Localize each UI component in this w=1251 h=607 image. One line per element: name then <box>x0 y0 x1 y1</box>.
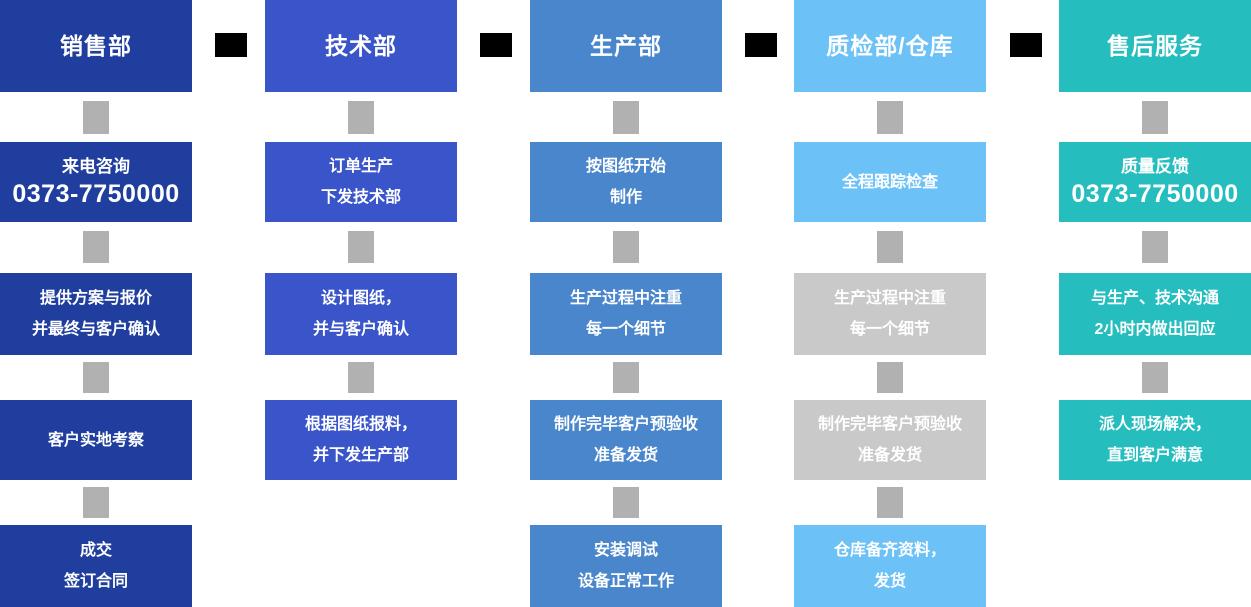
step-line: 准备发货 <box>857 447 922 464</box>
step-line: 设备正常工作 <box>577 573 674 590</box>
step-line: 签订合同 <box>63 573 128 590</box>
step-line: 仓库备齐资料， <box>833 542 946 559</box>
flow-step-box: 订单生产 下发技术部 <box>265 142 457 222</box>
flow-step-box: 生产过程中注重 每一个细节 <box>530 273 722 355</box>
step-line: 直到客户满意 <box>1106 447 1203 464</box>
step-line: 每一个细节 <box>585 321 666 338</box>
header-divider-square <box>745 33 777 57</box>
flow-step-box: 派人现场解决， 直到客户满意 <box>1059 400 1251 480</box>
flow-step-box: 来电咨询 0373-7750000 <box>0 142 192 222</box>
flow-connector <box>1142 101 1168 134</box>
department-header-label: 售后服务 <box>1107 33 1203 59</box>
step-line: 质量反馈 <box>1121 157 1189 176</box>
step-line: 派人现场解决， <box>1098 416 1211 433</box>
flow-connector <box>348 101 374 134</box>
flow-connector <box>613 101 639 134</box>
flow-step-box: 制作完毕客户预验收 准备发货 <box>530 400 722 480</box>
step-line: 制作完毕客户预验收 <box>553 416 698 433</box>
step-line: 准备发货 <box>593 447 658 464</box>
column-tech: 技术部 订单生产 下发技术部 设计图纸， 并与客户确认 根据图纸报料， 并下发生… <box>265 0 457 607</box>
phone-number: 0373-7750000 <box>1071 180 1239 208</box>
step-line: 制作完毕客户预验收 <box>817 416 962 433</box>
step-line: 成交 <box>79 542 112 559</box>
step-line: 提供方案与报价 <box>39 290 152 307</box>
department-header-sales: 销售部 <box>0 0 192 92</box>
step-line: 下发技术部 <box>320 189 401 206</box>
flow-step-box: 根据图纸报料， 并下发生产部 <box>265 400 457 480</box>
flow-connector <box>83 487 109 518</box>
step-line: 订单生产 <box>328 158 393 175</box>
flow-step-box: 全程跟踪检查 <box>794 142 986 222</box>
step-line: 根据图纸报料， <box>304 416 417 433</box>
department-header-qc-warehouse: 质检部/仓库 <box>794 0 986 92</box>
department-header-after-sales: 售后服务 <box>1059 0 1251 92</box>
flow-step-box: 与生产、技术沟通 2小时内做出回应 <box>1059 273 1251 355</box>
department-header-label: 销售部 <box>60 33 132 59</box>
flow-step-box-inactive: 制作完毕客户预验收 准备发货 <box>794 400 986 480</box>
step-line: 并与客户确认 <box>312 321 409 338</box>
flow-connector <box>613 231 639 263</box>
flow-connector <box>877 101 903 134</box>
department-header-label: 技术部 <box>325 33 397 59</box>
step-line: 每一个细节 <box>849 321 930 338</box>
column-sales: 销售部 来电咨询 0373-7750000 提供方案与报价 并最终与客户确认 客… <box>0 0 192 607</box>
flow-connector <box>83 362 109 393</box>
department-header-label: 质检部/仓库 <box>826 33 954 59</box>
flow-step-box: 成交 签订合同 <box>0 525 192 607</box>
flow-connector <box>877 362 903 393</box>
flow-connector <box>83 101 109 134</box>
step-line: 客户实地考察 <box>47 431 144 449</box>
flow-step-box: 按图纸开始 制作 <box>530 142 722 222</box>
step-line: 发货 <box>873 573 906 590</box>
step-line: 生产过程中注重 <box>833 290 946 307</box>
column-after-sales: 售后服务 质量反馈 0373-7750000 与生产、技术沟通 2小时内做出回应… <box>1059 0 1251 607</box>
department-header-production: 生产部 <box>530 0 722 92</box>
flow-step-box: 设计图纸， 并与客户确认 <box>265 273 457 355</box>
step-line: 制作 <box>609 189 642 206</box>
flow-connector <box>1142 231 1168 263</box>
flow-step-box: 提供方案与报价 并最终与客户确认 <box>0 273 192 355</box>
flow-connector <box>348 231 374 263</box>
flow-step-box: 质量反馈 0373-7750000 <box>1059 142 1251 222</box>
flow-connector <box>613 362 639 393</box>
phone-number: 0373-7750000 <box>12 180 180 208</box>
step-line: 安装调试 <box>593 542 658 559</box>
header-divider-square <box>480 33 512 57</box>
step-line: 生产过程中注重 <box>569 290 682 307</box>
flow-connector <box>613 487 639 518</box>
flow-connector <box>877 487 903 518</box>
step-line: 并下发生产部 <box>312 447 409 464</box>
step-line: 来电咨询 <box>62 157 130 176</box>
flow-step-box: 安装调试 设备正常工作 <box>530 525 722 607</box>
step-line: 按图纸开始 <box>585 158 666 175</box>
department-header-tech: 技术部 <box>265 0 457 92</box>
flow-step-box: 客户实地考察 <box>0 400 192 480</box>
step-line: 2小时内做出回应 <box>1094 321 1216 338</box>
flow-connector <box>348 362 374 393</box>
step-line: 全程跟踪检查 <box>841 173 938 191</box>
step-line: 与生产、技术沟通 <box>1090 290 1219 307</box>
flow-connector <box>877 231 903 263</box>
column-qc-warehouse: 质检部/仓库 全程跟踪检查 生产过程中注重 每一个细节 制作完毕客户预验收 准备… <box>794 0 986 607</box>
header-divider-square <box>215 33 247 57</box>
column-production: 生产部 按图纸开始 制作 生产过程中注重 每一个细节 制作完毕客户预验收 准备发… <box>530 0 722 607</box>
flow-connector <box>83 231 109 263</box>
department-header-label: 生产部 <box>590 33 662 59</box>
step-line: 并最终与客户确认 <box>31 321 160 338</box>
header-divider-square <box>1010 33 1042 57</box>
flow-step-box: 仓库备齐资料， 发货 <box>794 525 986 607</box>
step-line: 设计图纸， <box>320 290 401 307</box>
flow-step-box-inactive: 生产过程中注重 每一个细节 <box>794 273 986 355</box>
flow-connector <box>1142 362 1168 393</box>
